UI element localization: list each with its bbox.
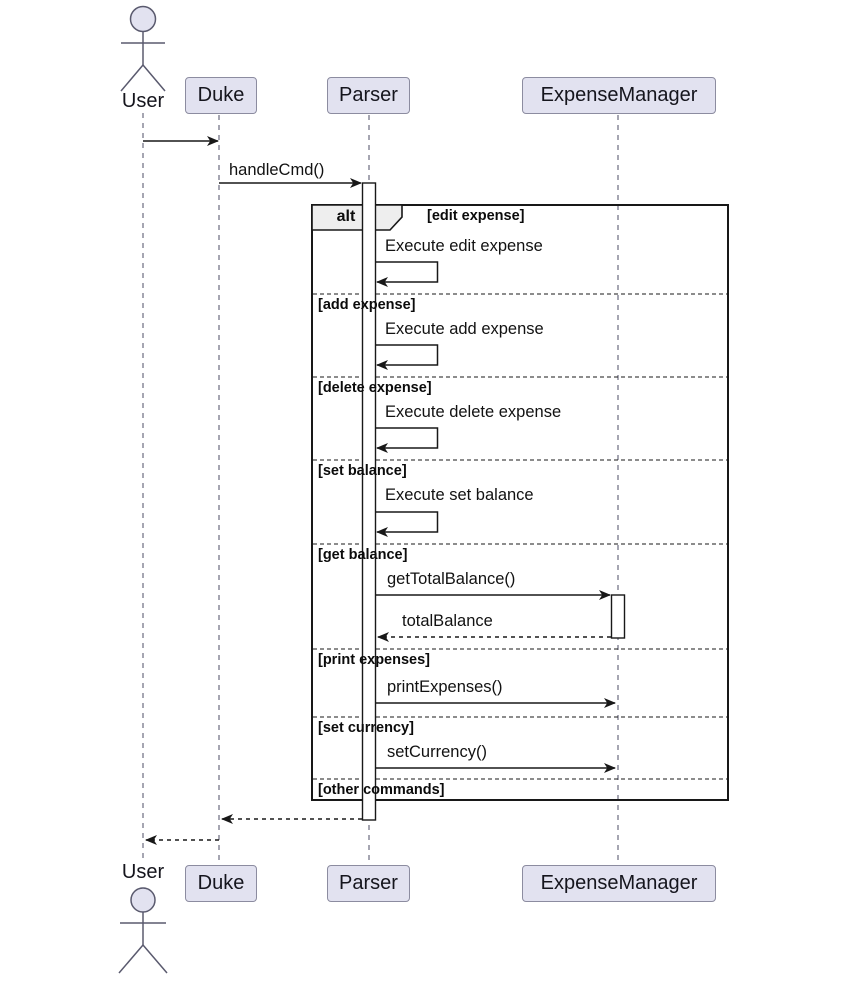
activation-bar-expensemanager: [610, 594, 626, 639]
message-label-printexpenses: printExpenses(): [387, 678, 503, 696]
alt-section-dividers: [313, 293, 727, 780]
guard-edit-expense: [edit expense]: [427, 208, 525, 224]
alt-fragment-frame: [311, 204, 729, 801]
actor-icon-top: [120, 5, 166, 92]
guard-add-expense: [add expense]: [318, 297, 416, 313]
arrow-self-add-expense: [376, 344, 439, 370]
participant-parser-top: Parser: [327, 77, 410, 114]
participant-expensemanager-bottom: ExpenseManager: [522, 865, 716, 902]
participant-duke-bottom: Duke: [185, 865, 257, 902]
arrow-self-edit-expense: [376, 261, 439, 287]
participant-parser-bottom: Parser: [327, 865, 410, 902]
arrow-self-delete-expense: [376, 427, 439, 453]
guard-print-expenses: [print expenses]: [318, 652, 430, 668]
message-label-totalbalance: totalBalance: [402, 612, 493, 630]
alt-operator-pentagon: [311, 204, 403, 231]
actor-icon-bottom: [118, 887, 168, 974]
message-label-setcurrency: setCurrency(): [387, 743, 487, 761]
actor-label-user-top: User: [121, 90, 165, 112]
guard-set-balance: [set balance]: [318, 463, 407, 479]
message-label-gettotalbalance: getTotalBalance(): [387, 570, 516, 588]
message-label-handlecmd: handleCmd(): [229, 161, 325, 179]
message-label-execute-add: Execute add expense: [385, 320, 544, 338]
message-label-execute-delete: Execute delete expense: [385, 403, 562, 421]
message-label-execute-edit: Execute edit expense: [385, 237, 543, 255]
arrow-self-set-balance: [376, 511, 439, 537]
participant-duke-top: Duke: [185, 77, 257, 114]
message-arrows: [143, 136, 616, 845]
participant-expensemanager-top: ExpenseManager: [522, 77, 716, 114]
guard-other-commands: [other commands]: [318, 782, 445, 798]
guard-set-currency: [set currency]: [318, 720, 414, 736]
actor-label-user-bottom: User: [121, 861, 165, 883]
alt-operator-label: alt: [336, 208, 356, 225]
guard-delete-expense: [delete expense]: [318, 380, 432, 396]
guard-get-balance: [get balance]: [318, 547, 408, 563]
activation-bar-parser: [361, 182, 377, 821]
message-label-execute-set-balance: Execute set balance: [385, 486, 534, 504]
